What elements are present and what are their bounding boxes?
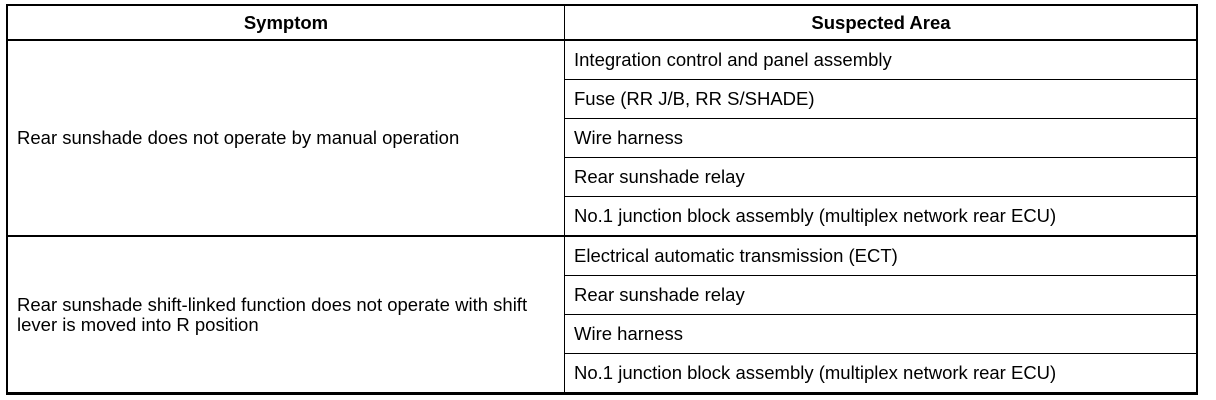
suspected-area-cell: Fuse (RR J/B, RR S/SHADE) — [564, 79, 1198, 119]
table-row: Rear sunshade shift-linked function does… — [7, 235, 1198, 393]
symptom-column-header: Symptom — [7, 5, 565, 41]
table-row: Fuse (RR J/B, RR S/SHADE) — [8, 79, 1198, 119]
suspected-area-column-header: Suspected Area — [564, 5, 1198, 41]
suspected-area-cell: Integration control and panel assembly — [564, 39, 1198, 80]
suspected-area-cell: Rear sunshade relay — [564, 157, 1198, 197]
table-row: Rear sunshade does not operate by manual… — [7, 39, 1198, 237]
problem-symptoms-table: Symptom Suspected Area Rear sunshade doe… — [7, 5, 1198, 393]
table-header-row: Symptom Suspected Area — [7, 5, 1198, 41]
table-row: Rear sunshade relay — [8, 275, 1198, 315]
symptom-cell-manual-operation: Rear sunshade does not operate by manual… — [7, 39, 565, 237]
table-row: Wire harness — [8, 314, 1198, 354]
suspected-area-cell: Electrical automatic transmission (ECT) — [564, 235, 1198, 276]
symptom-cell-shift-linked-function: Rear sunshade shift-linked function does… — [7, 235, 565, 393]
suspected-area-cell: Rear sunshade relay — [564, 275, 1198, 315]
table-row: No.1 junction block assembly (multiplex … — [8, 353, 1198, 393]
suspected-area-cell: No.1 junction block assembly (multiplex … — [564, 353, 1198, 393]
table-row: No.1 junction block assembly (multiplex … — [8, 196, 1198, 237]
suspected-area-cell: Wire harness — [564, 118, 1198, 158]
suspected-area-cell: Wire harness — [564, 314, 1198, 354]
suspected-area-cell: No.1 junction block assembly (multiplex … — [564, 196, 1198, 237]
table-row: Wire harness — [8, 118, 1198, 158]
